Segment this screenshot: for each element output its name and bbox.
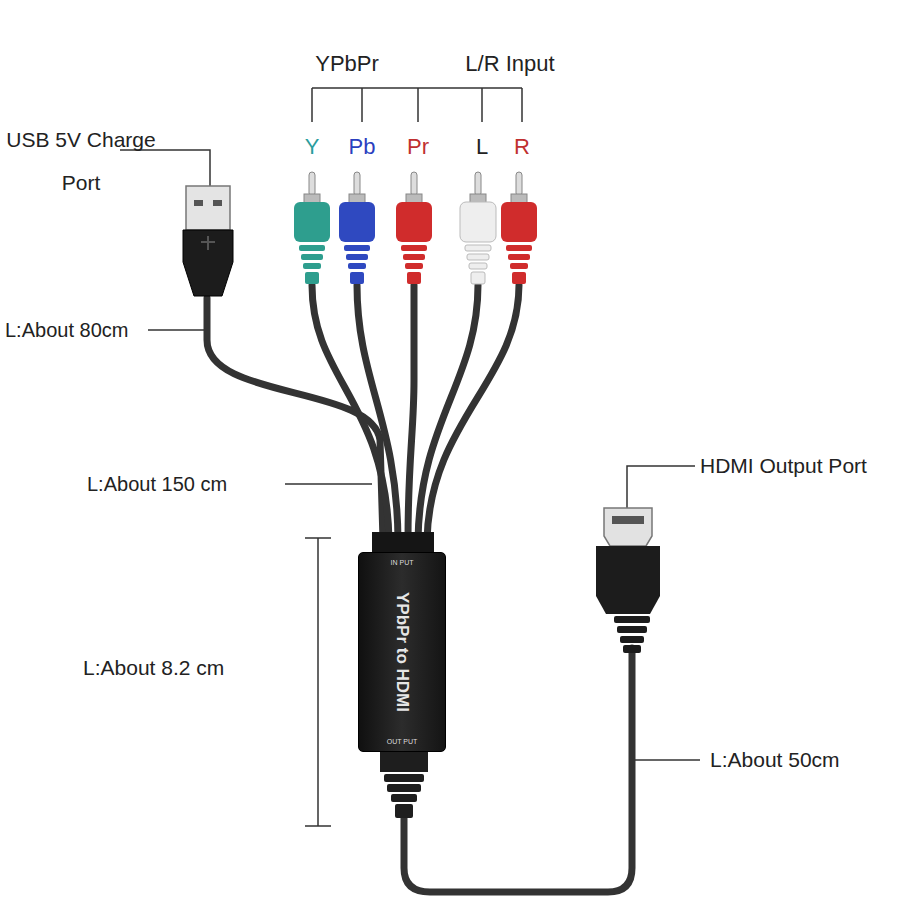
rca-pin: [309, 172, 315, 196]
rca-sleeve: [294, 202, 330, 242]
leader-line: [148, 329, 205, 331]
port-label: HDMI Output Port: [700, 454, 867, 478]
dimension-label: L:About 8.2 cm: [83, 656, 224, 680]
rca-pin: [516, 172, 522, 196]
usb-slot: [213, 200, 222, 206]
hdmi-rib: [623, 645, 641, 653]
port-marking: OUT PUT: [387, 738, 418, 745]
usb-plug: [183, 186, 233, 296]
pr-cable: [408, 285, 414, 540]
relief-rib: [391, 794, 417, 802]
dimension-bracket: [305, 538, 331, 826]
rca-sleeve: [460, 202, 496, 242]
hdmi-metal: [604, 508, 652, 546]
rca-plug-pb: [339, 172, 375, 284]
rca-rib: [465, 245, 491, 251]
relief-block: [380, 750, 428, 772]
rca-rib: [344, 245, 370, 251]
signal-name: Y: [305, 134, 320, 160]
hdmi-body: [596, 546, 660, 614]
hdmi-rib: [617, 626, 647, 633]
leader-line: [634, 759, 700, 761]
hdmi-rib: [620, 636, 644, 643]
leader-line: [627, 466, 695, 508]
rca-plug-r: [501, 172, 537, 284]
rca-sleeve: [396, 202, 432, 242]
rca-rib: [303, 263, 321, 269]
bracket-line: [312, 87, 522, 89]
rca-plug-pr: [396, 172, 432, 284]
relief-rib: [395, 804, 413, 818]
rca-rib: [350, 272, 364, 284]
group-label: L/R Input: [465, 51, 554, 77]
rca-rib: [305, 272, 319, 284]
r-cable: [427, 285, 519, 540]
rca-rib: [471, 272, 485, 284]
rca-rib: [403, 254, 425, 260]
port-marking: IN PUT: [391, 559, 414, 566]
device-name: YPbPr to HDMI: [392, 592, 412, 712]
rca-rib: [467, 254, 489, 260]
rca-rib: [405, 263, 423, 269]
usb-metal: [186, 186, 230, 230]
relief-rib: [384, 774, 424, 782]
input-bracket: [312, 88, 522, 122]
signal-name: Pr: [407, 134, 429, 160]
rca-rib: [510, 263, 528, 269]
usb-cable: [207, 298, 383, 540]
signal-name: L: [476, 134, 488, 160]
rca-sleeve: [501, 202, 537, 242]
cables: [207, 285, 632, 892]
rca-rib: [348, 263, 366, 269]
bracket-ticks: [312, 88, 522, 122]
rca-plug-l: [460, 172, 496, 284]
signal-name: Pb: [349, 134, 376, 160]
rca-rib: [407, 272, 421, 284]
dimension-label: L:About 80cm: [5, 319, 128, 342]
pb-cable: [357, 285, 398, 540]
adapter-box: IN PUT YPbPr to HDMI OUT PUT: [358, 552, 446, 752]
signal-name: R: [514, 134, 530, 160]
rca-rib: [506, 245, 532, 251]
usb-slot: [194, 200, 203, 206]
hdmi-slot: [612, 516, 644, 524]
dimension-label: L:About 50cm: [710, 748, 840, 772]
output-strain-relief: [380, 750, 428, 818]
rca-sleeve: [339, 202, 375, 242]
rca-pin: [411, 172, 417, 196]
usb-symbol: [201, 236, 215, 250]
rca-rib: [301, 254, 323, 260]
rca-rib: [346, 254, 368, 260]
group-label: YPbPr: [315, 51, 379, 77]
rca-rib: [299, 245, 325, 251]
hdmi-rib: [614, 616, 650, 623]
port-label: USB 5V Charge Port: [6, 118, 156, 204]
usb-body: [183, 230, 233, 296]
leader-line: [285, 483, 372, 485]
dimension-label: L:About 150 cm: [87, 473, 227, 496]
rca-rib: [508, 254, 530, 260]
hdmi-plug: [596, 508, 660, 653]
leader-line: [120, 150, 210, 186]
rca-rib: [512, 272, 526, 284]
relief-rib: [387, 784, 421, 792]
rca-plug-y: [294, 172, 330, 284]
rca-rib: [469, 263, 487, 269]
rca-pin: [354, 172, 360, 196]
rca-pin: [475, 172, 481, 196]
rca-rib: [401, 245, 427, 251]
